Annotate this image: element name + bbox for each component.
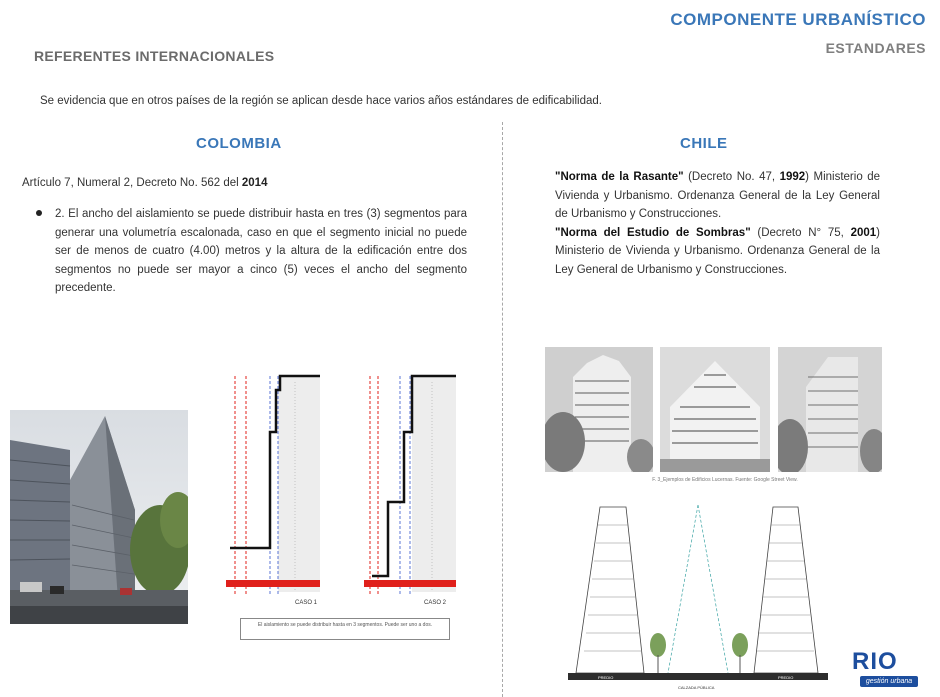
component-title: COMPONENTE URBANÍSTICO	[670, 10, 926, 29]
header-block: COMPONENTE URBANÍSTICO ESTANDARES	[670, 10, 926, 56]
component-subtitle: ESTANDARES	[825, 40, 926, 56]
diagram-caso-1: CASO 1	[220, 372, 320, 608]
norma-sombras-desc: ) Ministerio de Vivienda y Urbanismo. Or…	[555, 226, 880, 276]
logo-subtext: gestión urbana	[860, 676, 918, 687]
norma-sombras-year: 2001	[850, 226, 877, 239]
column-divider	[502, 122, 503, 697]
norma-rasante-name: "Norma de la Rasante"	[555, 171, 684, 183]
predio-right-label: PREDIO	[778, 675, 793, 680]
diagram-legend: El aislamiento se puede distribuir hasta…	[240, 618, 450, 640]
logo-text: RIO	[852, 648, 898, 675]
norma-sombras-name: "Norma del Estudio de Sombras"	[555, 226, 751, 239]
chile-photo-2	[660, 347, 770, 472]
section-title: REFERENTES INTERNACIONALES	[34, 48, 275, 64]
article-year: 2014	[241, 177, 268, 189]
calzada-label: CALZADA PÚBLICA	[678, 685, 715, 690]
intro-text: Se evidencia que en otros países de la r…	[40, 95, 602, 107]
chile-norms: "Norma de la Rasante" (Decreto No. 47, 1…	[555, 168, 880, 279]
caso-1-label: CASO 1	[295, 600, 318, 606]
chile-photo-3	[778, 347, 882, 472]
colombia-bullet: 2. El ancho del aislamiento se puede dis…	[55, 208, 467, 294]
bullet-marker	[36, 210, 42, 216]
colombia-title: COLOMBIA	[196, 135, 282, 152]
diagram-caso-2: CASO 2	[356, 372, 456, 608]
chile-title: CHILE	[680, 135, 728, 152]
company-logo: RIO gestión urbana	[852, 648, 928, 692]
chile-photo-caption: F. 3_Ejemplos de Edificios Lucernas. Fue…	[652, 477, 798, 483]
colombia-street-photo	[10, 410, 188, 624]
norma-sombras-decree: (Decreto N° 75,	[750, 226, 851, 239]
colombia-article: Artículo 7, Numeral 2, Decreto No. 562 d…	[22, 177, 267, 189]
predio-left-label: PREDIO	[598, 675, 613, 680]
norma-rasante-desc: ) Ministerio de Vivienda y Urbanismo. Or…	[555, 171, 881, 220]
article-text: Artículo 7, Numeral 2, Decreto No. 562 d…	[22, 177, 242, 189]
norma-rasante-year: 1992	[779, 171, 806, 183]
chile-section-diagram: PREDIO PREDIO CALZADA PÚBLICA	[548, 495, 848, 697]
caso-2-label: CASO 2	[424, 600, 447, 606]
norma-rasante-decree: (Decreto No. 47,	[683, 171, 780, 183]
chile-photo-1	[545, 347, 653, 472]
